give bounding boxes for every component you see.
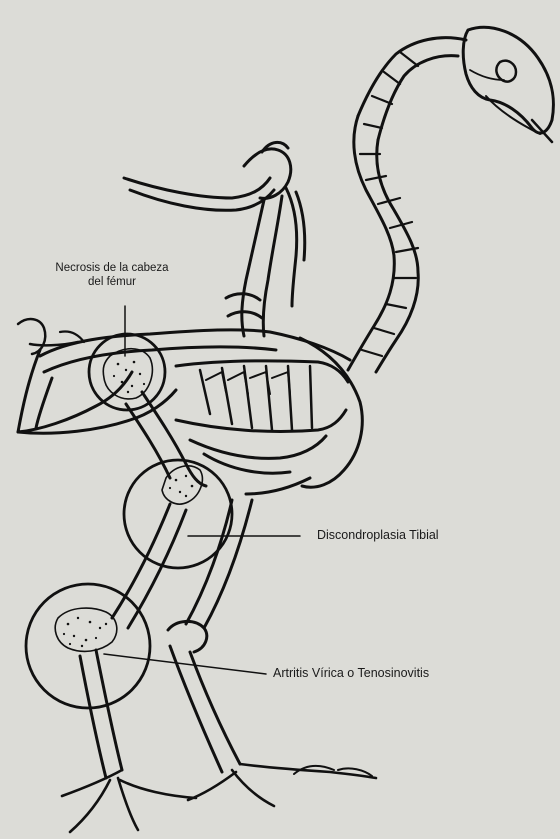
affected-bone-stippling — [55, 349, 202, 652]
label-necrosis-line1: Necrosis de la cabeza — [22, 261, 202, 275]
neck-vertebrae — [348, 38, 466, 372]
label-necrosis-cabeza-femur: Necrosis de la cabeza del fémur — [22, 261, 202, 290]
label-discondroplasia-tibial: Discondroplasia Tibial — [317, 528, 439, 544]
label-necrosis-line2: del fémur — [22, 275, 202, 289]
label-artritis-virica: Artritis Vírica o Tenosinovitis — [273, 666, 429, 682]
highlight-circles — [26, 334, 232, 708]
circle-tibial — [124, 460, 232, 568]
wing — [124, 142, 305, 336]
leader-artritis — [104, 654, 266, 674]
body — [18, 319, 362, 494]
femur — [126, 392, 206, 486]
skull — [463, 27, 553, 142]
